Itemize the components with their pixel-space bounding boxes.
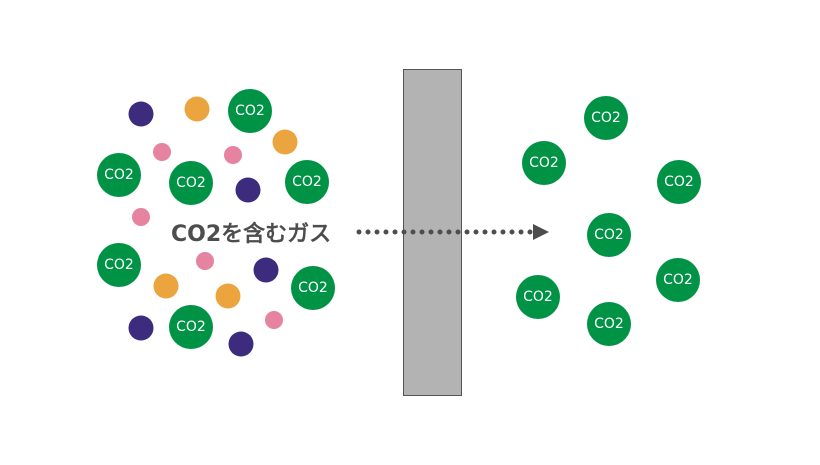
co2-molecule: CO2: [587, 302, 631, 346]
co2-molecule: CO2: [656, 258, 700, 302]
pink-molecule: [153, 143, 171, 161]
purple-molecule: [228, 331, 254, 357]
co2-label: CO2: [176, 175, 206, 191]
co2-molecule: CO2: [291, 266, 335, 310]
orange-molecule: [215, 283, 241, 309]
co2-label: CO2: [235, 103, 265, 119]
co2-label: CO2: [529, 155, 559, 171]
co2-molecule: CO2: [285, 160, 329, 204]
pink-molecule: [196, 252, 214, 270]
co2-molecule: CO2: [169, 305, 213, 349]
co2-molecule: CO2: [228, 89, 272, 133]
purple-molecule: [128, 315, 154, 341]
co2-label: CO2: [594, 316, 624, 332]
purple-molecule: [235, 177, 261, 203]
co2-label: CO2: [594, 227, 624, 243]
pink-molecule: [132, 208, 150, 226]
co2-molecule: CO2: [587, 213, 631, 257]
co2-molecule: CO2: [584, 96, 628, 140]
purple-molecule: [253, 257, 279, 283]
orange-molecule: [184, 96, 210, 122]
co2-label: CO2: [591, 110, 621, 126]
co2-molecule: CO2: [97, 243, 141, 287]
co2-label: CO2: [104, 257, 134, 273]
gas-label: CO2を含むガス: [171, 222, 332, 247]
co2-label: CO2: [104, 167, 134, 183]
co2-molecule: CO2: [522, 141, 566, 185]
co2-molecule: CO2: [97, 153, 141, 197]
co2-label: CO2: [298, 280, 328, 296]
co2-molecule: CO2: [516, 275, 560, 319]
co2-label: CO2: [292, 174, 322, 190]
co2-label: CO2: [523, 289, 553, 305]
co2-label: CO2: [663, 272, 693, 288]
co2-label: CO2: [176, 319, 206, 335]
orange-molecule: [272, 129, 298, 155]
co2-molecule: CO2: [657, 160, 701, 204]
dotted-arrow: [356, 224, 549, 240]
pink-molecule: [224, 146, 242, 164]
purple-molecule: [128, 101, 154, 127]
pink-molecule: [265, 311, 283, 329]
orange-molecule: [153, 273, 179, 299]
co2-molecule: CO2: [169, 161, 213, 205]
co2-label: CO2: [664, 174, 694, 190]
